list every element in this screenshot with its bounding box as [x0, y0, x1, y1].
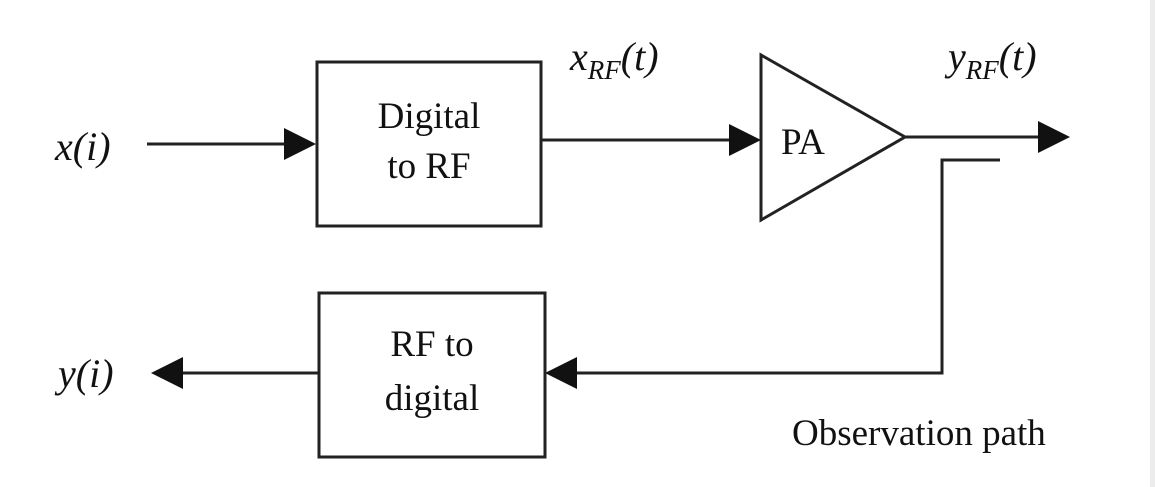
pa-label: PA — [781, 122, 825, 163]
rf-output-signal-label: yRF(t) — [944, 34, 1037, 85]
output-signal-arrowhead — [151, 357, 183, 389]
right-edge-strip — [1150, 0, 1155, 487]
output-signal-label: y(i) — [54, 351, 114, 396]
observation-path-line — [575, 158, 1000, 375]
power-amplifier-triangle — [759, 52, 909, 223]
input-signal-label: x(i) — [54, 124, 111, 169]
rf-to-digital-label-line2: digital — [385, 378, 480, 419]
input-arrowhead — [284, 128, 316, 160]
digital-to-rf-label-line2: to RF — [387, 146, 470, 187]
rf-to-digital-label-line1: RF to — [390, 324, 473, 365]
digital-to-rf-block — [315, 60, 543, 228]
adc-input-arrowhead — [545, 357, 577, 389]
rf-to-digital-block — [317, 291, 547, 459]
observation-path-caption: Observation path — [792, 413, 1046, 454]
rf-input-signal-label: xRF(t) — [569, 34, 659, 85]
output-arrowhead — [1038, 121, 1070, 153]
digital-to-rf-label-line1: Digital — [378, 96, 481, 137]
pa-input-arrowhead — [729, 124, 761, 156]
